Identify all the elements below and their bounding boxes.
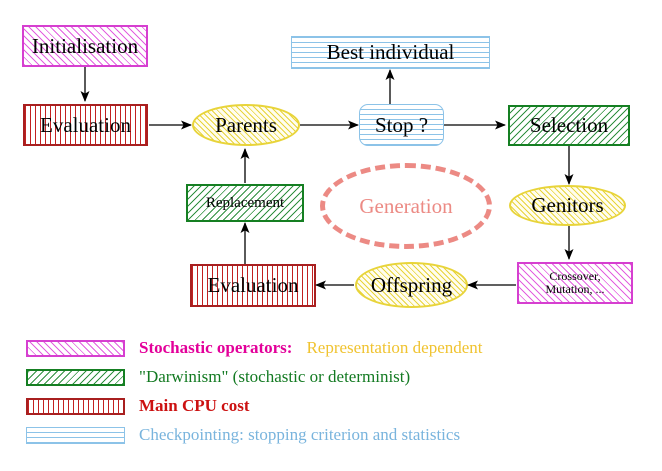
node-selection-label: Selection xyxy=(529,113,609,138)
legend-swatch-stochastic-operators xyxy=(26,340,125,357)
legend: Stochastic operators: Representation depe… xyxy=(0,338,662,456)
node-evaluation-bottom-label: Evaluation xyxy=(207,273,299,298)
node-initialisation[interactable]: Initialisation xyxy=(22,25,148,67)
node-stop-label: Stop ? xyxy=(374,112,429,137)
legend-label-stochastic-operators: Stochastic operators: xyxy=(139,338,293,357)
node-evaluation-bottom[interactable]: Evaluation xyxy=(190,264,316,307)
node-crossover-label-line1: Crossover, xyxy=(549,269,601,284)
node-initialisation-label: Initialisation xyxy=(31,33,139,58)
node-evaluation-top[interactable]: Evaluation xyxy=(23,104,148,146)
legend-label-representation-dependent: Representation dependent xyxy=(306,338,483,357)
legend-label-darwinism: "Darwinism" (stochastic or determinist) xyxy=(139,367,411,386)
legend-text-stochastic-operators: Stochastic operators: Representation depe… xyxy=(139,338,483,358)
node-genitors-label: Genitors xyxy=(531,193,604,218)
legend-row-main-cpu-cost: Main CPU cost xyxy=(0,396,662,427)
node-crossover-mutation[interactable]: Crossover, Mutation, ... xyxy=(517,262,633,304)
node-generation: Generation xyxy=(320,163,492,249)
node-evaluation-top-label: Evaluation xyxy=(40,112,131,137)
legend-label-main-cpu-cost: Main CPU cost xyxy=(139,396,250,415)
legend-row-stochastic-operators: Stochastic operators: Representation depe… xyxy=(0,338,662,369)
node-replacement-label: Replacement xyxy=(205,194,285,211)
node-generation-label: Generation xyxy=(359,193,453,218)
node-offspring[interactable]: Offspring xyxy=(355,262,468,308)
node-best-individual-label: Best individual xyxy=(326,40,455,65)
node-parents-label: Parents xyxy=(215,112,277,137)
node-parents[interactable]: Parents xyxy=(192,104,300,146)
legend-swatch-darwinism xyxy=(26,369,125,386)
node-best-individual[interactable]: Best individual xyxy=(291,36,490,69)
node-genitors[interactable]: Genitors xyxy=(509,185,626,226)
legend-swatch-main-cpu-cost xyxy=(26,398,125,415)
node-crossover-label-line2: Mutation, ... xyxy=(545,282,605,296)
node-offspring-label: Offspring xyxy=(370,272,453,297)
node-replacement[interactable]: Replacement xyxy=(186,184,304,222)
legend-row-darwinism: "Darwinism" (stochastic or determinist) xyxy=(0,367,662,398)
node-stop[interactable]: Stop ? xyxy=(359,104,444,146)
legend-label-checkpointing: Checkpointing: stopping criterion and st… xyxy=(139,425,461,444)
node-selection[interactable]: Selection xyxy=(508,105,630,146)
legend-swatch-checkpointing xyxy=(26,427,125,444)
legend-row-checkpointing: Checkpointing: stopping criterion and st… xyxy=(0,425,662,456)
